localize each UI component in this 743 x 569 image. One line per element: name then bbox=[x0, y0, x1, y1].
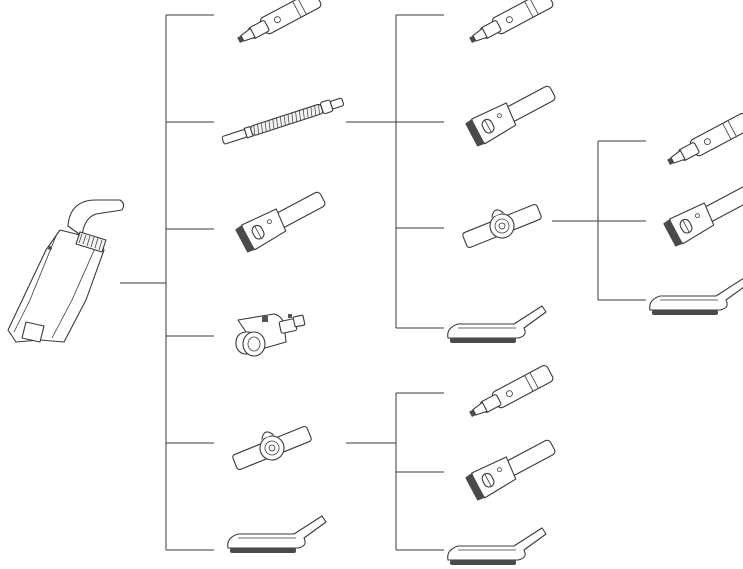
attachments-column bbox=[220, 0, 346, 554]
hose-combinations-column bbox=[447, 0, 560, 344]
wide-brush-tool-icon bbox=[447, 305, 547, 344]
crevice-tool-icon bbox=[663, 111, 743, 171]
dusting-brush-tool-icon bbox=[662, 179, 743, 249]
wide-brush-tool-icon bbox=[649, 277, 743, 316]
swivel-adapter-icon bbox=[457, 194, 545, 253]
wide-brush-tool-icon bbox=[447, 527, 547, 566]
adapter-combinations-column bbox=[447, 363, 560, 566]
wide-brush-tool-icon bbox=[227, 515, 327, 554]
crevice-tool-icon bbox=[465, 0, 555, 49]
dusting-brush-tool-icon bbox=[464, 79, 560, 149]
connector-lines bbox=[120, 14, 646, 551]
dusting-brush-tool-icon bbox=[234, 185, 330, 255]
crevice-tool-icon bbox=[233, 0, 323, 49]
swivel-adapter-icon bbox=[227, 416, 315, 475]
extension-hose-icon bbox=[220, 95, 346, 147]
dusting-brush-tool-icon bbox=[464, 433, 560, 503]
crevice-tool-icon bbox=[465, 363, 555, 423]
hose-adapter-combinations-column bbox=[649, 111, 743, 316]
handheld-vacuum-icon bbox=[7, 199, 125, 343]
mini-motorized-brush-icon bbox=[235, 313, 306, 357]
